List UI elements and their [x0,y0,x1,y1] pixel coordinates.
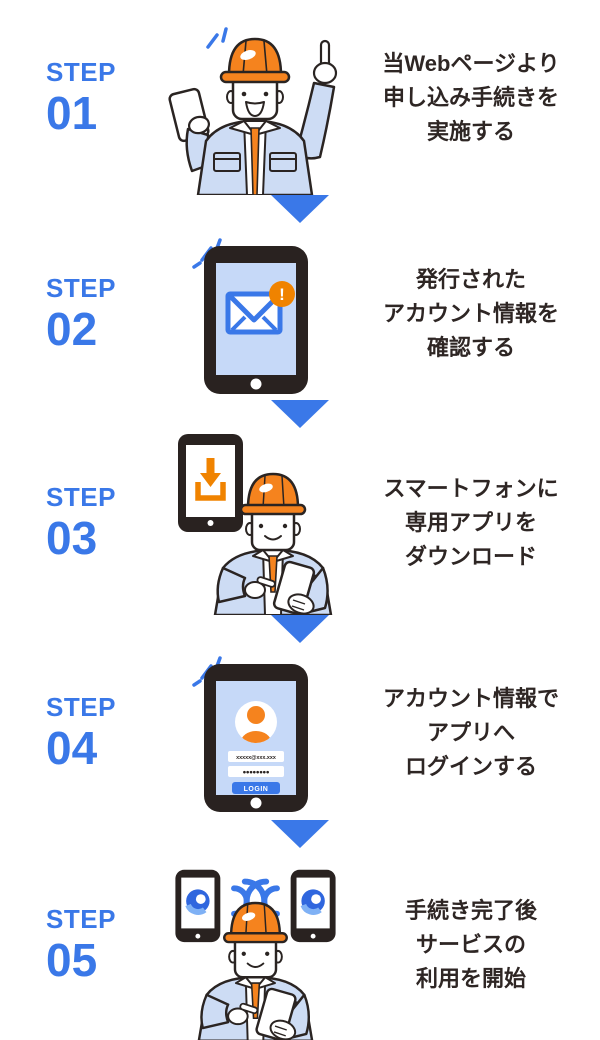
step-1-description: 当Webページより 申し込み手続きを 実施する [360,47,600,149]
description-line: サービスの [415,932,526,957]
hard-hat-icon [246,472,299,510]
step-word: STEP [46,691,116,722]
arrow-zone [0,615,600,645]
necktie [249,127,260,195]
description-line: 専用アプリを [404,509,537,535]
step-4-label: STEP 04 [0,694,150,772]
connected-phones-illustration [150,850,360,1040]
description-line: 申し込み手続きを [382,84,559,110]
step-number: 05 [46,934,98,987]
step-word: STEP [46,904,116,935]
worker-illustration [213,472,332,615]
home-button [310,933,316,939]
email-field [228,750,284,762]
worker-download-illustration [150,430,360,615]
step-1-label: STEP 01 [0,59,150,137]
notification-badge [269,280,295,307]
description-line: アカウント情報で [382,685,559,711]
login-button-label: LOGIN [244,785,269,792]
step-word: STEP [46,481,116,512]
home-button [207,520,213,526]
login-button [232,781,280,794]
step-word: STEP [46,56,116,87]
hard-hat-icon [229,901,282,938]
down-arrow-icon [271,820,329,848]
description-line: 実施する [426,118,515,144]
pointing-finger [256,576,276,588]
step-5-label: STEP 05 [0,906,150,984]
down-arrow-icon [271,400,329,428]
step-number: 01 [46,86,98,139]
email-value: xxxxx@xxx.xxx [236,754,276,760]
step-5-description: 手続き完了後 サービスの 利用を開始 [360,894,600,996]
step-3-row: STEP 03 [0,430,600,615]
arrow-zone [0,820,600,850]
description-line: アカウント情報を [382,301,559,326]
badge-label: ! [279,285,285,304]
step-4-description: アカウント情報で アプリへ ログインする [360,682,600,784]
description-line: 確認する [426,335,515,360]
arrow-zone [0,195,600,228]
description-line: アプリへ [426,719,515,745]
sparkle-icon [205,27,228,49]
description-line: 利用を開始 [415,966,526,991]
home-button [250,378,262,389]
description-line: ログインする [404,753,537,779]
step-5-row: STEP 05 [0,850,600,1040]
step-2-label: STEP 02 [0,275,150,353]
pointing-finger [239,1002,259,1015]
description-line: 手続き完了後 [404,898,537,923]
phone-login-illustration: xxxxx@xxx.xxx •••••••• LOGIN [150,643,360,823]
worker-pointing-illustration [150,0,360,195]
home-button [195,933,201,939]
home-button [250,797,262,808]
step-3-label: STEP 03 [0,484,150,562]
step-number: 03 [46,511,98,564]
description-line: 当Webページより [382,50,560,76]
step-2-row: STEP 02 ! 発行された アカウント情報を [0,228,600,400]
step-word: STEP [46,273,116,304]
step-2-description: 発行された アカウント情報を 確認する [360,263,600,365]
app-logo-icon [300,889,325,915]
app-logo-icon [185,889,210,915]
step-4-row: STEP 04 xxxxx@xxx.xxx [0,645,600,820]
step-number: 04 [46,721,98,774]
user-avatar-icon [241,705,271,743]
description-line: 発行された [415,267,526,292]
step-1-row: STEP 01 [0,0,600,195]
description-line: ダウンロード [404,543,537,569]
down-arrow-icon [271,195,329,223]
password-field [228,765,284,777]
step-number: 02 [46,303,98,356]
down-arrow-icon [271,615,329,643]
download-icon [194,458,226,501]
arrow-zone [0,400,600,430]
description-line: スマートフォンに [383,475,559,501]
worker-illustration [197,901,314,1040]
password-value: •••••••• [243,766,270,777]
step-3-description: スマートフォンに 専用アプリを ダウンロード [360,472,600,574]
hard-hat-icon [227,37,282,77]
phone-mail-illustration: ! [150,226,360,403]
